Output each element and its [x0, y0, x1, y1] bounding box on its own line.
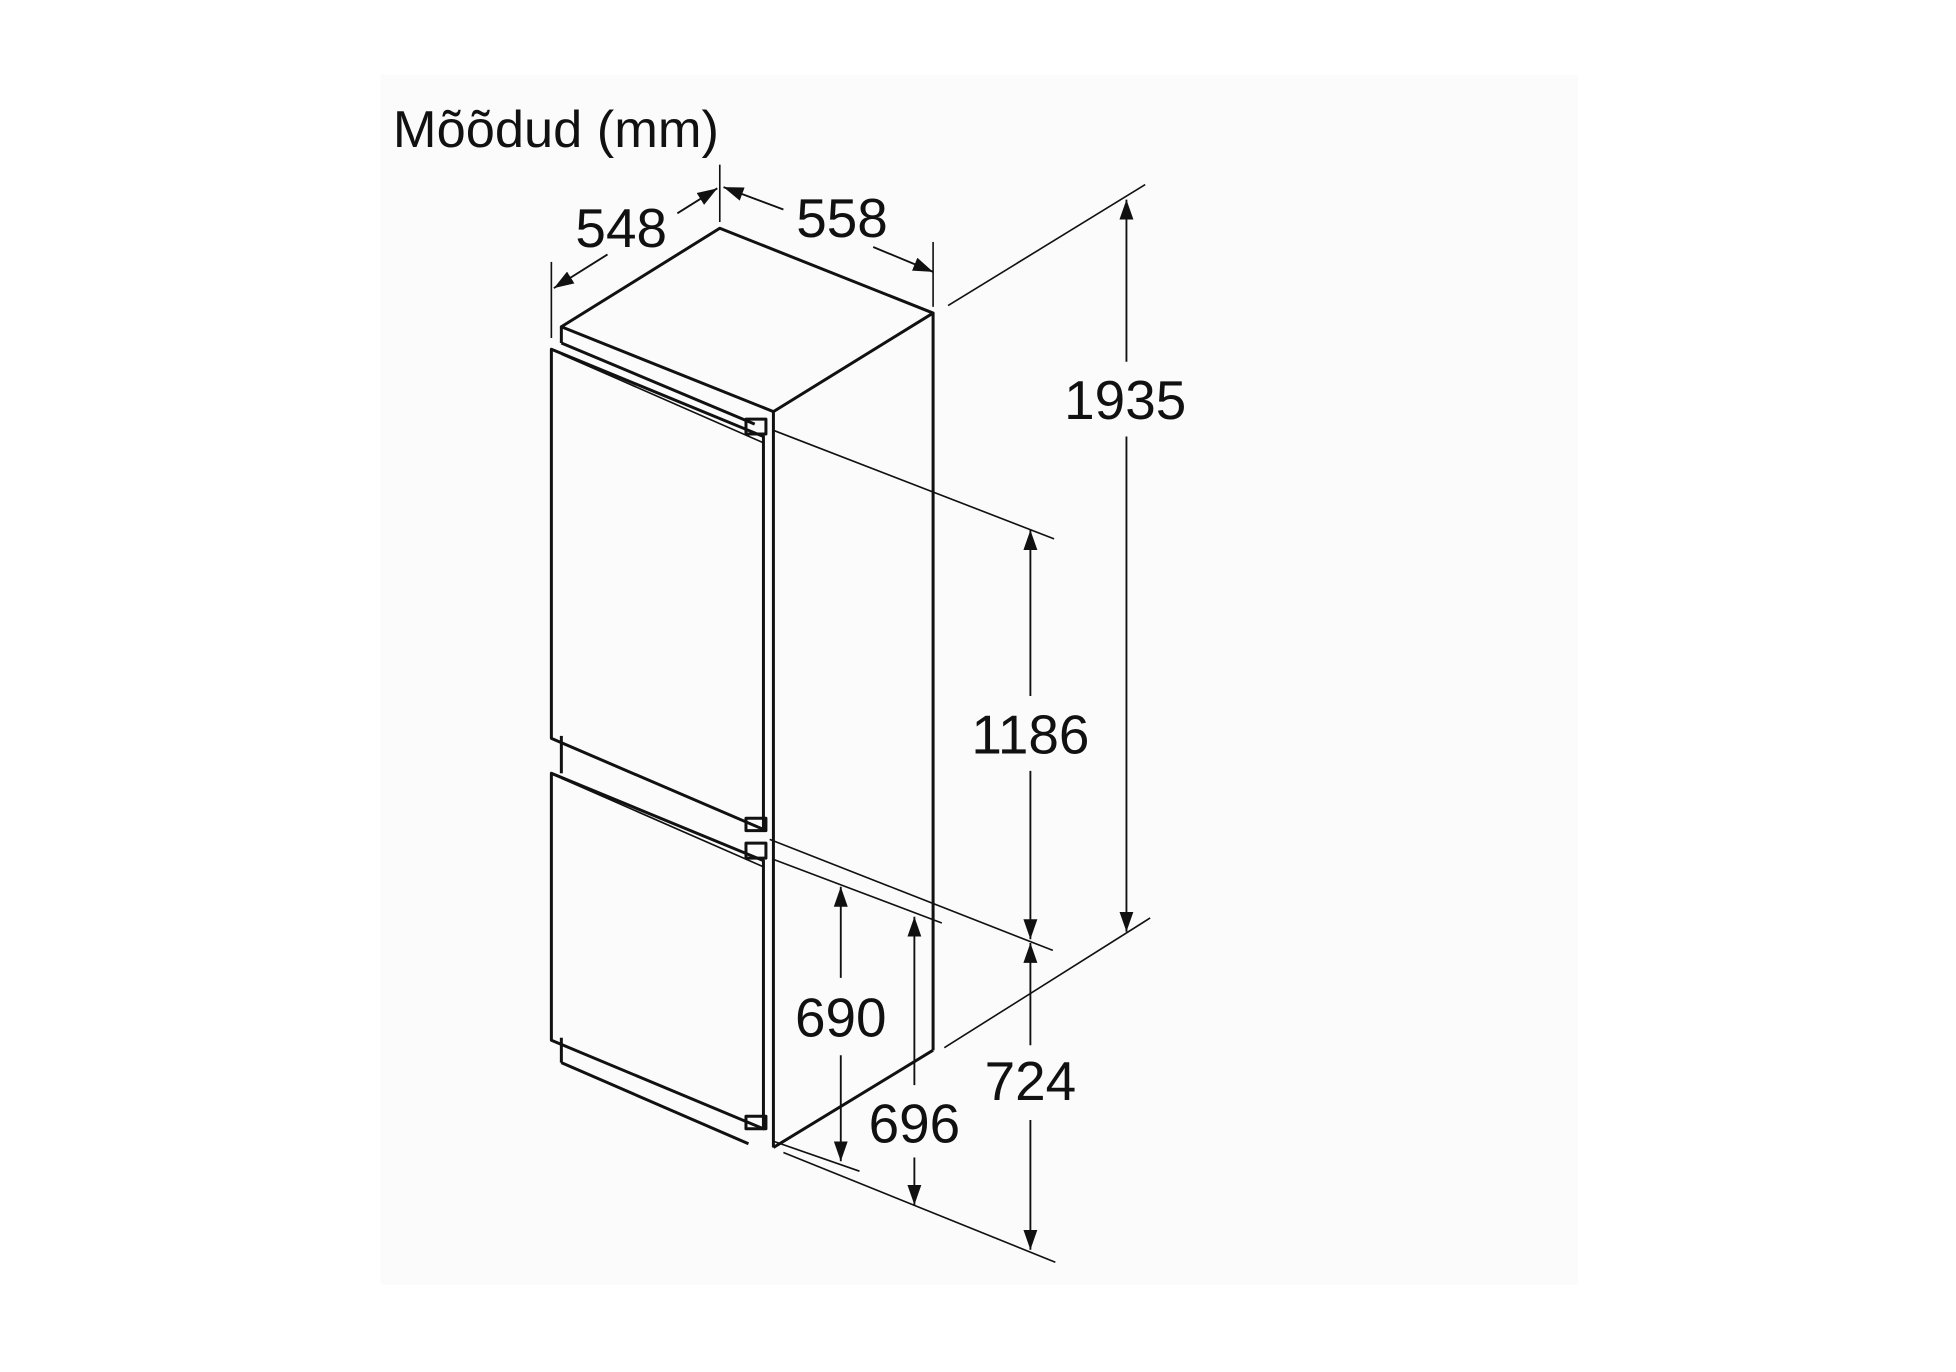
lower-door-696-label: 696: [869, 1093, 961, 1155]
lower-height-label: 724: [985, 1050, 1077, 1112]
drawing-background: [380, 74, 1579, 1285]
total-height-label: 1935: [1064, 369, 1186, 431]
dimension-lower-height: 724: [985, 942, 1077, 1250]
dimension-width: 558: [723, 186, 934, 273]
upper-door: [549, 347, 768, 833]
upper-height-label: 1186: [971, 703, 1089, 765]
extension-lines: [550, 164, 1151, 1263]
hinge-lower-top: [744, 841, 768, 860]
depth-label: 548: [575, 197, 667, 259]
fridge-cabinet: [559, 226, 935, 1149]
hinge-top: [744, 417, 768, 436]
dimension-696: 696: [869, 916, 961, 1205]
dimension-690: 690: [795, 886, 887, 1162]
dimension-depth: 548: [553, 187, 718, 289]
lower-door: [549, 771, 768, 1131]
width-label: 558: [796, 187, 888, 249]
lower-door-690-label: 690: [795, 986, 887, 1048]
dimension-total-height: 1935: [1064, 199, 1186, 932]
hinge-lower-bottom: [744, 1114, 768, 1131]
page-title: Mõõdud (mm): [393, 101, 719, 159]
dimension-upper-height: 1186: [971, 530, 1089, 940]
hinge-upper-bottom: [744, 816, 768, 833]
